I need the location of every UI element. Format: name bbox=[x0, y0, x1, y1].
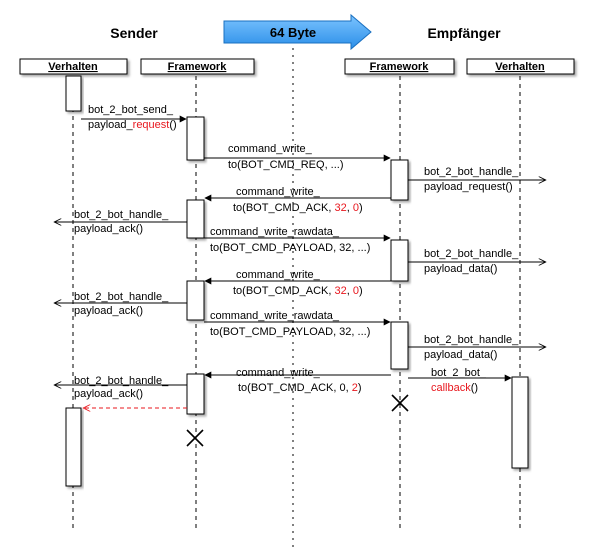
participant-receiver-framework: Framework bbox=[344, 58, 455, 75]
svg-text:bot_2_bot_send_: bot_2_bot_send_ bbox=[88, 104, 174, 116]
svg-text:bot_2_bot_handle_: bot_2_bot_handle_ bbox=[424, 334, 519, 346]
activation-bar bbox=[186, 280, 205, 321]
activation-bar bbox=[65, 407, 82, 487]
svg-text:Framework: Framework bbox=[168, 61, 228, 73]
message-label-write-payload-1: command_write_rawdata_ to(BOT_CMD_PAYLOA… bbox=[210, 226, 370, 254]
activation-bar bbox=[390, 321, 409, 370]
activation-bar bbox=[186, 373, 205, 415]
svg-text:payload_request(): payload_request() bbox=[424, 181, 513, 193]
svg-text:command_write_rawdata_: command_write_rawdata_ bbox=[210, 310, 340, 322]
message-label-callback: bot_2_bot_ callback() bbox=[431, 367, 487, 394]
activation-bar bbox=[390, 239, 409, 282]
svg-text:payload_request(): payload_request() bbox=[88, 119, 177, 131]
svg-text:command_write_: command_write_ bbox=[236, 367, 321, 379]
svg-text:to(BOT_CMD_PAYLOAD, 32, ...): to(BOT_CMD_PAYLOAD, 32, ...) bbox=[210, 242, 370, 254]
svg-text:payload_data(): payload_data() bbox=[424, 349, 497, 361]
svg-text:Framework: Framework bbox=[370, 61, 430, 73]
svg-text:bot_2_bot_handle_: bot_2_bot_handle_ bbox=[74, 291, 169, 303]
message-label-handle-data-2: bot_2_bot_handle_ payload_data() bbox=[424, 334, 519, 361]
activation-bar bbox=[186, 116, 205, 161]
svg-text:payload_ack(): payload_ack() bbox=[74, 388, 143, 400]
activation-bar bbox=[65, 75, 82, 112]
svg-text:bot_2_bot_: bot_2_bot_ bbox=[431, 367, 487, 379]
svg-text:to(BOT_CMD_ACK, 32, 0): to(BOT_CMD_ACK, 32, 0) bbox=[233, 285, 363, 297]
message-label-send-request: bot_2_bot_send_ payload_request() bbox=[88, 104, 177, 131]
svg-text:Verhalten: Verhalten bbox=[48, 61, 98, 73]
message-label-handle-data-1: bot_2_bot_handle_ payload_data() bbox=[424, 248, 519, 275]
message-label-handle-ack-3: bot_2_bot_handle_ payload_ack() bbox=[74, 375, 169, 400]
participant-receiver-behavior: Verhalten bbox=[466, 58, 575, 75]
svg-text:to(BOT_CMD_REQ, ...): to(BOT_CMD_REQ, ...) bbox=[228, 159, 344, 171]
svg-text:Verhalten: Verhalten bbox=[495, 61, 545, 73]
message-label-write-ack-1: command_write_ to(BOT_CMD_ACK, 32, 0) bbox=[233, 186, 363, 214]
svg-text:bot_2_bot_handle_: bot_2_bot_handle_ bbox=[74, 375, 169, 387]
svg-text:payload_ack(): payload_ack() bbox=[74, 305, 143, 317]
message-label-handle-ack-1: bot_2_bot_handle_ payload_ack() bbox=[74, 209, 169, 235]
svg-text:bot_2_bot_handle_: bot_2_bot_handle_ bbox=[424, 166, 519, 178]
svg-text:bot_2_bot_handle_: bot_2_bot_handle_ bbox=[424, 248, 519, 260]
svg-text:to(BOT_CMD_ACK, 32, 0): to(BOT_CMD_ACK, 32, 0) bbox=[233, 202, 363, 214]
message-label-handle-ack-2: bot_2_bot_handle_ payload_ack() bbox=[74, 291, 169, 317]
svg-text:command_write_: command_write_ bbox=[236, 186, 321, 198]
activation-bar bbox=[186, 199, 205, 239]
message-label-write-req: command_write_ to(BOT_CMD_REQ, ...) bbox=[228, 143, 344, 171]
activation-bar bbox=[390, 159, 409, 201]
svg-text:payload_data(): payload_data() bbox=[424, 263, 497, 275]
message-label-write-ack-2: command_write_ to(BOT_CMD_ACK, 32, 0) bbox=[233, 269, 363, 297]
participant-sender-behavior: Verhalten bbox=[19, 58, 128, 75]
svg-text:callback(): callback() bbox=[431, 382, 478, 394]
receiver-header: Empfänger bbox=[427, 25, 501, 41]
participant-sender-framework: Framework bbox=[140, 58, 255, 75]
banner-label: 64 Byte bbox=[270, 25, 316, 40]
activation-bar bbox=[511, 376, 529, 469]
svg-text:command_write_: command_write_ bbox=[228, 143, 313, 155]
destroy-mark-sender-framework bbox=[186, 429, 204, 447]
payload-size-banner: 64 Byte bbox=[223, 13, 372, 51]
svg-text:bot_2_bot_handle_: bot_2_bot_handle_ bbox=[74, 209, 169, 221]
svg-text:payload_ack(): payload_ack() bbox=[74, 223, 143, 235]
svg-text:command_write_rawdata_: command_write_rawdata_ bbox=[210, 226, 340, 238]
sender-header: Sender bbox=[110, 25, 158, 41]
svg-text:to(BOT_CMD_ACK, 0, 2): to(BOT_CMD_ACK, 0, 2) bbox=[238, 382, 362, 394]
message-label-write-ack-3: command_write_ to(BOT_CMD_ACK, 0, 2) bbox=[236, 367, 362, 394]
svg-text:to(BOT_CMD_PAYLOAD, 32, ...): to(BOT_CMD_PAYLOAD, 32, ...) bbox=[210, 326, 370, 338]
message-label-handle-request: bot_2_bot_handle_ payload_request() bbox=[424, 166, 519, 193]
message-label-write-payload-2: command_write_rawdata_ to(BOT_CMD_PAYLOA… bbox=[210, 310, 370, 338]
svg-text:command_write_: command_write_ bbox=[236, 269, 321, 281]
destroy-mark-receiver-framework bbox=[391, 394, 409, 412]
